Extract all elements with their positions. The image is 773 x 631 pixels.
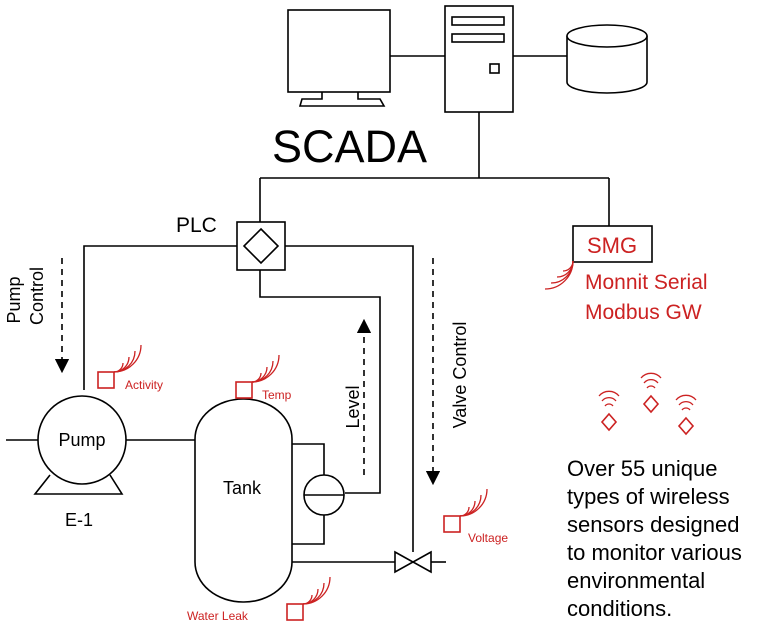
wireless-sensor-diamond-icon	[675, 394, 697, 436]
wireless-sensor-diamond-icon	[640, 372, 662, 414]
description-line: conditions.	[567, 596, 673, 621]
sensor-label-water-leak: Water Leak	[187, 609, 249, 623]
description-line: to monitor various	[567, 540, 742, 565]
pump-label: Pump	[58, 430, 105, 450]
monitor-icon	[287, 9, 391, 107]
wireless-sensor-diamond-icon	[598, 390, 620, 432]
wireless-signal-icon	[459, 488, 488, 517]
database-icon	[566, 24, 648, 94]
wireless-signal-icon	[113, 344, 142, 373]
plc-label: PLC	[176, 214, 217, 237]
tank-icon	[194, 398, 293, 603]
plc-icon	[236, 221, 286, 271]
water-leak-sensor: Water Leak	[187, 576, 331, 623]
smg-label: SMG	[587, 233, 637, 258]
level-label: Level	[343, 385, 363, 428]
wireless-signal-icon	[302, 576, 331, 605]
sensor-label-voltage: Voltage	[468, 531, 508, 545]
wireless-sensors-description: Over 55 unique types of wireless sensors…	[567, 455, 772, 623]
wireless-signal-icon	[251, 354, 280, 383]
valve-icon	[394, 550, 432, 574]
valve-control-wire	[285, 245, 414, 552]
activity-sensor: Activity	[97, 344, 163, 392]
scada-title: SCADA	[272, 121, 427, 172]
server-icon	[444, 5, 514, 113]
level-gauge-icon	[292, 443, 345, 545]
description-line: Over 55 unique	[567, 456, 718, 481]
sensor-label-temp: Temp	[262, 388, 292, 402]
level-wire	[259, 270, 381, 494]
pump-tag: E-1	[65, 510, 93, 530]
valve-control-label: Valve Control	[450, 322, 470, 429]
smg-gateway: SMG	[572, 225, 653, 263]
description-line: sensors designed	[567, 512, 740, 537]
smg-signal-icon	[544, 260, 574, 290]
description-line: environmental	[567, 568, 706, 593]
voltage-sensor: Voltage	[443, 488, 508, 545]
temp-sensor: Temp	[235, 354, 292, 402]
pump-control-wire	[83, 245, 237, 390]
sensor-label-activity: Activity	[125, 378, 163, 392]
wireless-sensors-icon	[598, 372, 697, 436]
tank-label: Tank	[223, 478, 262, 498]
gateway-name-line2: Modbus GW	[585, 301, 702, 324]
gateway-name-line1: Monnit Serial	[585, 271, 708, 294]
pump-control-label-line2: Control	[27, 267, 47, 325]
pump-control-label-line1: Pump	[4, 276, 24, 323]
description-line: types of wireless	[567, 484, 730, 509]
